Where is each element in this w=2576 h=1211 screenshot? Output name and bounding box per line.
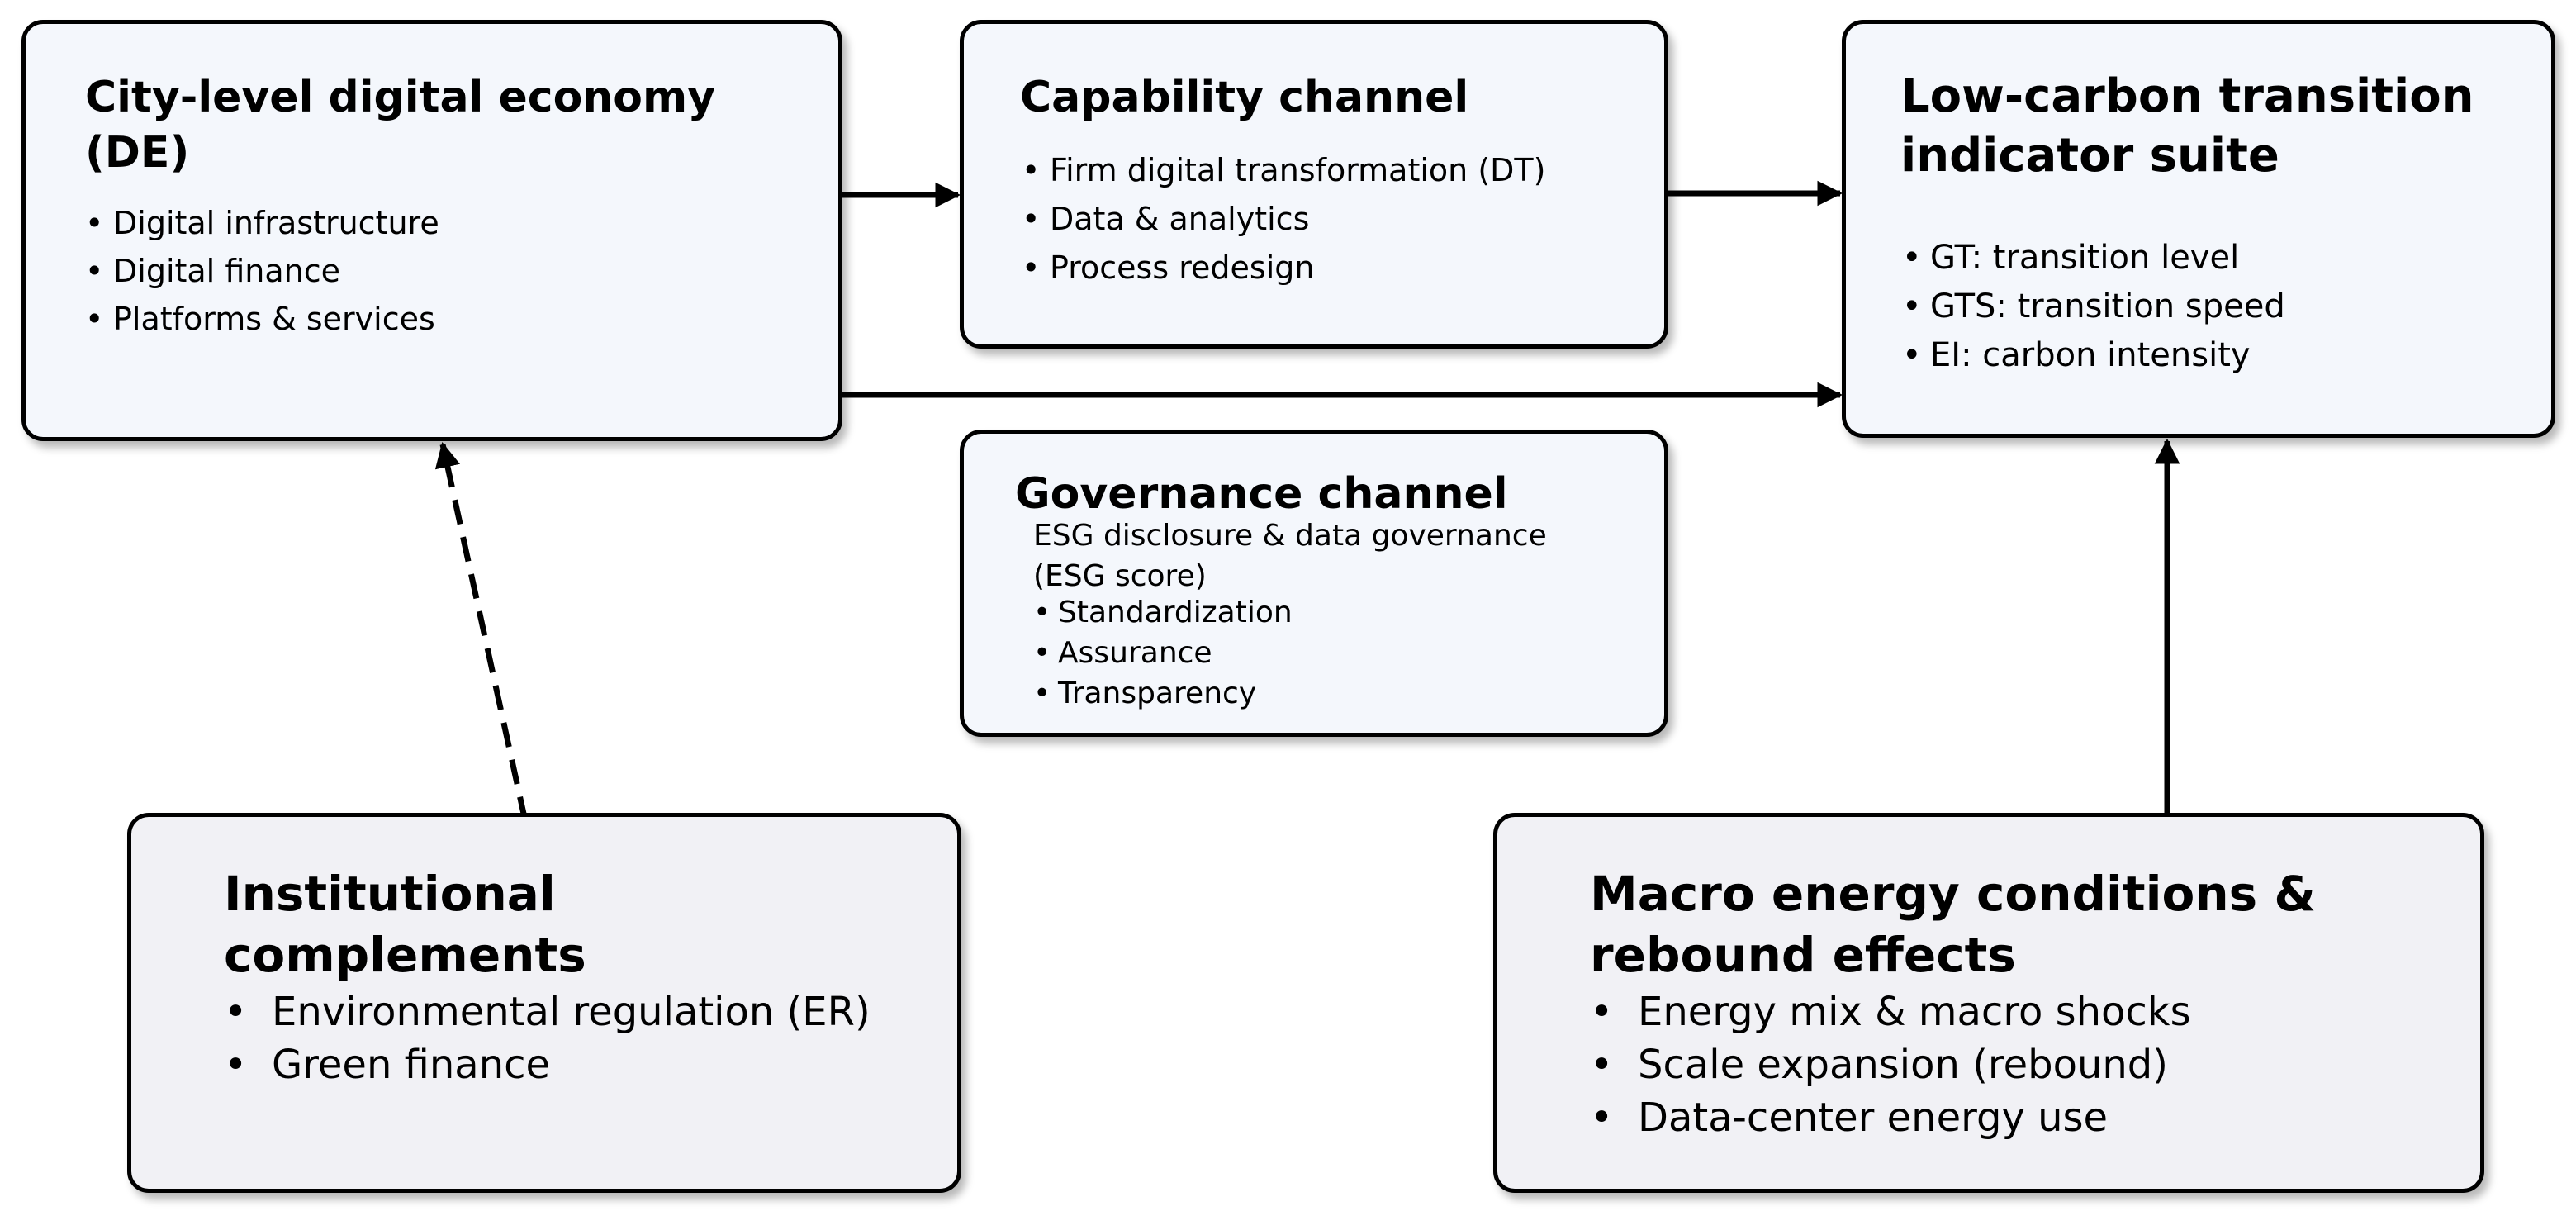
list-item: Data & analytics [1022, 195, 1545, 244]
list-item: Scale expansion (rebound) [1590, 1038, 2191, 1091]
institutional-complements-list: Environmental regulation (ER) Green fina… [224, 985, 871, 1091]
list-item: Firm digital transformation (DT) [1022, 146, 1545, 195]
capability-channel-box: Capability channel Firm digital transfor… [960, 20, 1668, 349]
list-item: Green finance [224, 1038, 871, 1091]
list-item: Energy mix & macro shocks [1590, 985, 2191, 1038]
institutional-complements-box: Institutional complements Environmental … [127, 813, 961, 1193]
list-item: Digital infrastructure [85, 199, 439, 247]
list-item: Standardization [1033, 592, 1293, 633]
low-carbon-list: GT: transition level GTS: transition spe… [1902, 234, 2285, 380]
governance-list: Standardization Assurance Transparency [1033, 592, 1293, 714]
low-carbon-title: Low-carbon transition indicator suite [1900, 69, 2474, 183]
list-item: GTS: transition speed [1902, 283, 2285, 331]
digital-economy-title: City-level digital economy (DE) [85, 73, 716, 178]
governance-channel-title: Governance channel [1015, 469, 1508, 519]
list-item: Platforms & services [85, 295, 439, 343]
capability-channel-list: Firm digital transformation (DT) Data & … [1022, 146, 1545, 292]
governance-channel-box: Governance channel ESG disclosure & data… [960, 430, 1668, 737]
list-item: Assurance [1033, 633, 1293, 673]
list-item: Transparency [1033, 673, 1293, 714]
governance-subtitle: ESG disclosure & data governance (ESG sc… [1033, 519, 1547, 593]
macro-energy-list: Energy mix & macro shocks Scale expansio… [1590, 985, 2191, 1144]
macro-energy-box: Macro energy conditions & rebound effect… [1493, 813, 2484, 1193]
list-item: Data-center energy use [1590, 1091, 2191, 1144]
list-item: EI: carbon intensity [1902, 331, 2285, 380]
list-item: GT: transition level [1902, 234, 2285, 283]
digital-economy-list: Digital infrastructure Digital finance P… [85, 199, 439, 343]
list-item: Environmental regulation (ER) [224, 985, 871, 1038]
list-item: Digital finance [85, 247, 439, 295]
capability-channel-title: Capability channel [1020, 73, 1469, 122]
low-carbon-box: Low-carbon transition indicator suite GT… [1842, 20, 2555, 438]
arrow-institutional-to-de-dashed [434, 441, 529, 822]
macro-energy-title: Macro energy conditions & rebound effect… [1590, 866, 2316, 984]
institutional-complements-title: Institutional complements [224, 866, 586, 984]
list-item: Process redesign [1022, 244, 1545, 292]
digital-economy-box: City-level digital economy (DE) Digital … [21, 20, 842, 441]
